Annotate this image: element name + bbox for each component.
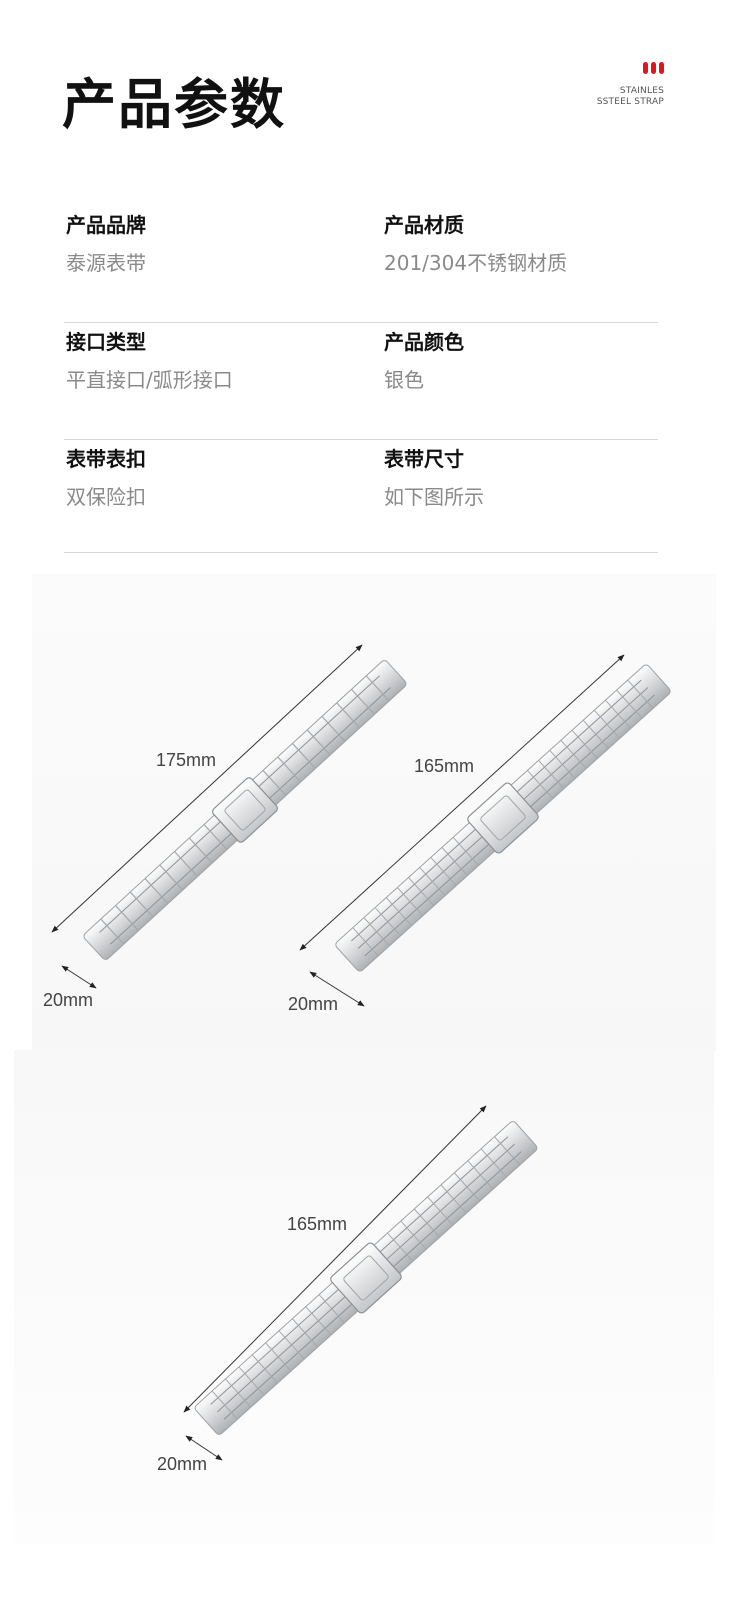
spec-label-color: 产品颜色 xyxy=(384,330,464,354)
strap2-length-label: 165mm xyxy=(414,756,475,776)
watch-strap-3 xyxy=(183,1105,538,1461)
spec-value-interface: 平直接口/弧形接口 xyxy=(66,368,233,392)
brand-dots-icon xyxy=(544,62,664,74)
brand-mark: STAINLES SSTEEL STRAP xyxy=(544,62,664,108)
spec-label-clasp: 表带表扣 xyxy=(66,447,146,471)
spec-value-color: 银色 xyxy=(384,368,424,392)
page-title: 产品参数 xyxy=(62,73,286,136)
strap1-width-label: 20mm xyxy=(43,990,94,1010)
strap3-width-label: 20mm xyxy=(157,1454,208,1474)
strap2-width-label: 20mm xyxy=(288,994,339,1014)
spec-value-material: 201/304不锈钢材质 xyxy=(384,251,568,275)
spec-value-brand: 泰源表带 xyxy=(66,251,146,275)
brand-line-1: STAINLES xyxy=(619,86,664,96)
strap3-length-label: 165mm xyxy=(287,1214,348,1234)
spec-value-clasp: 双保险扣 xyxy=(66,485,146,509)
spec-value-size: 如下图所示 xyxy=(384,485,484,509)
brand-line-2: SSTEEL STRAP xyxy=(596,97,664,107)
spec-row: 表带表扣 双保险扣 表带尺寸 如下图所示 xyxy=(64,440,658,553)
spec-cell: 表带表扣 双保险扣 xyxy=(66,440,146,510)
spec-cell: 产品品牌 泰源表带 xyxy=(66,206,146,276)
spec-cell: 接口类型 平直接口/弧形接口 xyxy=(66,323,233,393)
spec-label-size: 表带尺寸 xyxy=(384,447,464,471)
spec-label-brand: 产品品牌 xyxy=(66,213,146,237)
spec-cell: 产品材质 201/304不锈钢材质 xyxy=(384,206,567,276)
spec-row: 接口类型 平直接口/弧形接口 产品颜色 银色 xyxy=(64,323,658,440)
spec-cell: 产品颜色 银色 xyxy=(384,323,464,393)
spec-table: 产品品牌 泰源表带 产品材质 201/304不锈钢材质 接口类型 平直接口/弧形… xyxy=(64,206,658,553)
strap1-length-label: 175mm xyxy=(156,750,217,770)
watch-strap-2 xyxy=(299,654,671,1007)
spec-cell: 表带尺寸 如下图所示 xyxy=(384,440,484,510)
spec-row: 产品品牌 泰源表带 产品材质 201/304不锈钢材质 xyxy=(64,206,658,323)
spec-label-interface: 接口类型 xyxy=(66,330,146,354)
spec-label-material: 产品材质 xyxy=(384,213,464,237)
